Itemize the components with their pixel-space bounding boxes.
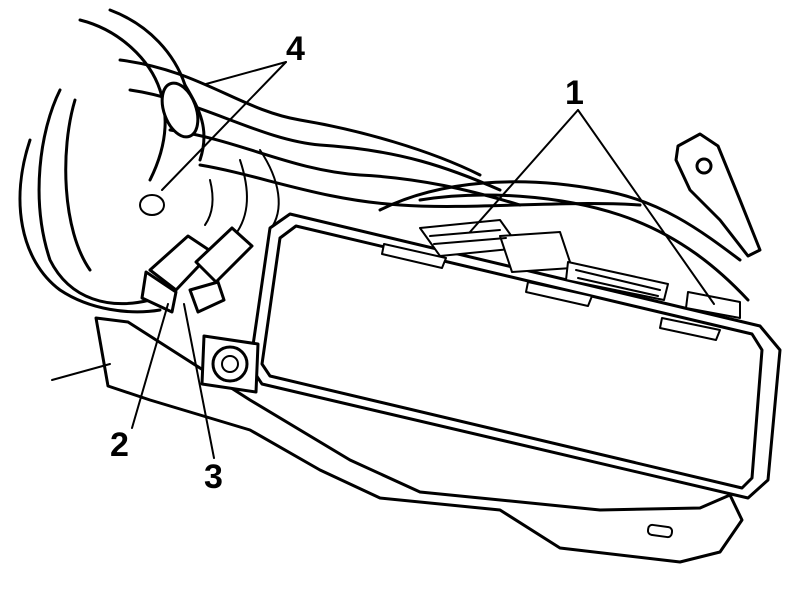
cable-clip: [160, 81, 200, 139]
upper-bracket: [674, 132, 762, 258]
module-cover: [248, 212, 782, 500]
bracket-slot: [646, 523, 674, 539]
callout-1: 1: [565, 74, 584, 112]
bracket-hole: [695, 157, 713, 175]
callout-4: 4: [286, 30, 305, 68]
module-connectors: [419, 219, 741, 319]
cable-tie: [139, 194, 165, 216]
wiring-harness: [18, 8, 750, 314]
ground-wire: [51, 363, 111, 381]
callout-3: 3: [204, 458, 223, 496]
cover-tab: [659, 317, 721, 341]
cover-tab: [381, 243, 447, 269]
callout-2: 2: [110, 426, 129, 464]
leader-lines: [131, 61, 715, 459]
module-cover-inner: [260, 224, 764, 490]
connector-3: [188, 226, 254, 314]
mounting-screw: [200, 334, 260, 394]
mounting-bracket: [94, 316, 744, 564]
cover-tab: [525, 281, 593, 307]
